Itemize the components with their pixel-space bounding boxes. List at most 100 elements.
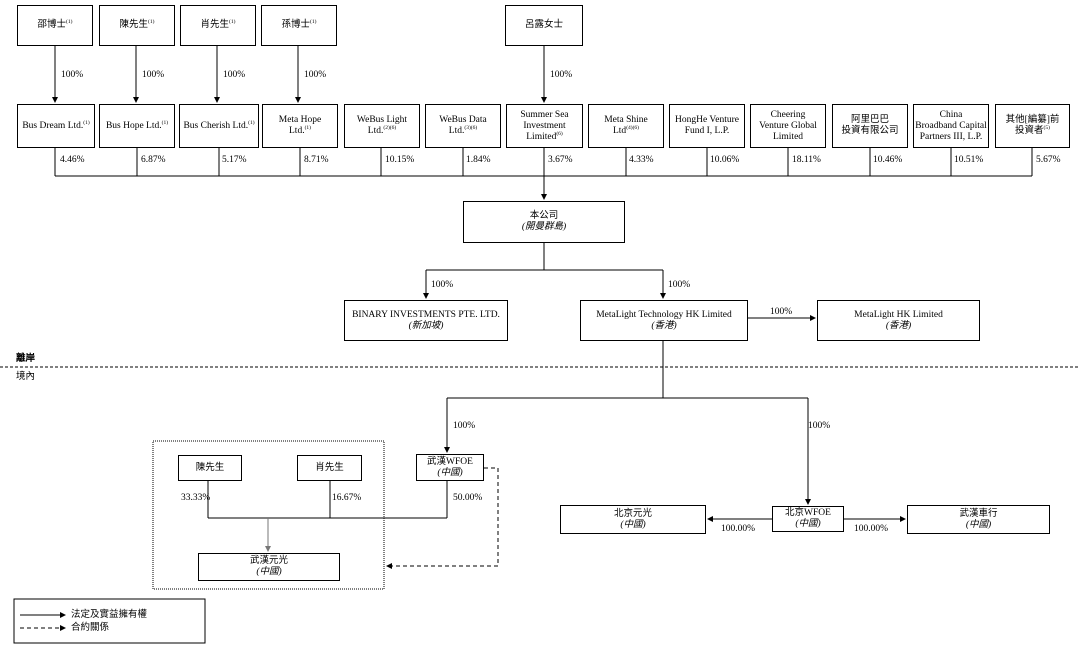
wh-yg-jurisdiction: (中國) [256, 567, 282, 577]
shareholding-percentage: 5.67% [1036, 155, 1061, 165]
owner-name: 陳先生 [119, 20, 149, 30]
shareholder-box: 其他[編纂]前 投資者(5) [995, 104, 1070, 148]
owner-percentage: 100% [304, 70, 327, 80]
mlhk2-percentage: 100% [770, 307, 793, 317]
bj-yg-name: 北京元光 [613, 508, 652, 519]
footnote-marker: (1) [229, 18, 236, 25]
shareholder-name-line2: Ltd. [448, 126, 465, 136]
shareholder-name-line2: Fund I, L.P. [684, 126, 730, 136]
owner-name: 呂露女士 [524, 20, 563, 30]
owner-percentage: 100% [142, 70, 165, 80]
offshore-label: 離岸 [16, 354, 36, 364]
footnote-marker: (1) [148, 18, 155, 25]
shareholder-name-line3: Partners III, L.P. [919, 131, 983, 142]
wuhan-yuanguang-box: 武漢元光 (中國) [198, 553, 340, 581]
footnote-marker: (3)(6) [464, 124, 478, 131]
shareholder-name-line3: Limited [526, 131, 557, 142]
xiao-box: 肖先生 [297, 455, 362, 481]
wfoe-wh-name: 武漢WFOE [427, 456, 473, 467]
shareholder-name-line2: 投資有限公司 [841, 126, 899, 136]
shareholder-name: HongHe Venture [675, 115, 739, 125]
shareholder-box: Meta Hope Ltd.(1) [262, 104, 338, 148]
shareholder-name-line2: Ltd. [289, 126, 305, 136]
onshore-label: 境內 [16, 372, 36, 382]
shareholding-percentage: 6.87% [141, 155, 166, 165]
company-box: 本公司 (開曼群島) [463, 201, 625, 243]
shareholding-percentage: 4.33% [629, 155, 654, 165]
wfoe-bj-name: 北京WFOE [785, 508, 831, 518]
chen-name: 陳先生 [195, 462, 225, 473]
footnote-marker: (1) [310, 18, 317, 25]
shareholder-name-line2: Venture Global [759, 120, 817, 131]
binary-percentage: 100% [431, 280, 454, 290]
shareholder-box: Cheering Venture Global Limited [750, 104, 826, 148]
footnote-marker: (1) [66, 18, 73, 25]
binary-investments-box: BINARY INVESTMENTS PTE. LTD. (新加坡) [344, 300, 508, 341]
xiao-name: 肖先生 [315, 462, 344, 473]
shareholding-percentage: 5.17% [222, 155, 247, 165]
metalight-technology-hk-box: MetaLight Technology HK Limited (香港) [580, 300, 748, 341]
wh-ch-name: 武漢車行 [959, 508, 998, 519]
bj-yg-jurisdiction: (中國) [620, 519, 646, 530]
footnote-marker: (1) [248, 119, 255, 126]
legend-dashed-label: 合約關係 [71, 623, 110, 633]
beijing-yuanguang-box: 北京元光 (中國) [560, 505, 706, 534]
wfoe-bj-percentage: 100% [808, 421, 831, 431]
wfoe-wh-percentage: 100% [453, 421, 476, 431]
binary-name: BINARY INVESTMENTS PTE. LTD. [352, 309, 500, 320]
owner-percentage: 100% [61, 70, 84, 80]
owner-box: 陳先生(1) [99, 5, 175, 46]
company-jurisdiction: (開曼群島) [521, 222, 567, 232]
wh-ch-jurisdiction: (中國) [965, 519, 992, 530]
shareholder-box: Bus Dream Ltd.(1) [17, 104, 95, 148]
shareholder-box: WeBus Data Ltd.(3)(6) [425, 104, 501, 148]
shareholder-name: China [939, 109, 963, 120]
shareholder-box: Meta Shine Ltd(4)(6) [588, 104, 664, 148]
shareholding-percentage: 10.15% [385, 155, 415, 165]
owner-box: 呂露女士 [505, 5, 583, 46]
shareholder-name: Bus Hope Ltd. [105, 120, 162, 131]
wfoe-bj-jurisdiction: (中國) [795, 519, 821, 529]
wh-ch-percentage: 100.00% [854, 524, 889, 534]
owner-name: 邵博士 [37, 20, 67, 30]
shareholder-name: Bus Cherish Ltd. [183, 120, 249, 131]
shareholder-name: WeBus Data [439, 115, 487, 125]
shareholding-percentage: 1.84% [466, 155, 491, 165]
wfoe-wh-equity-percentage: 50.00% [453, 493, 483, 503]
xiao-percentage: 16.67% [332, 493, 362, 503]
shareholder-box: HongHe Venture Fund I, L.P. [669, 104, 745, 148]
wh-yg-name: 武漢元光 [249, 556, 288, 566]
shareholder-name-line2: Broadband Capital [915, 120, 987, 131]
wfoe-wh-jurisdiction: (中國) [437, 467, 463, 478]
mlhk2-name: MetaLight HK Limited [854, 309, 943, 320]
owner-name: 肖先生 [200, 20, 230, 30]
binary-jurisdiction: (新加坡) [408, 320, 444, 331]
shareholding-percentage: 8.71% [304, 155, 329, 165]
shareholding-percentage: 10.06% [710, 155, 740, 165]
shareholder-name-line2: 投資者 [1015, 126, 1044, 136]
shareholder-name: Bus Dream Ltd. [22, 120, 84, 131]
owner-box: 邵博士(1) [17, 5, 93, 46]
footnote-marker: (2)(6) [383, 124, 397, 131]
footnote-marker: (4)(6) [626, 124, 640, 131]
footnote-marker: (6) [556, 130, 563, 137]
shareholder-name: 其他[編纂]前 [1005, 115, 1060, 125]
wuhan-chehang-box: 武漢車行 (中國) [907, 505, 1050, 534]
shareholder-box: 阿里巴巴 投資有限公司 [832, 104, 908, 148]
shareholding-percentage: 4.46% [60, 155, 85, 165]
shareholder-name-line2: Ltd. [367, 126, 384, 136]
shareholder-name-line3: Limited [772, 131, 804, 142]
wfoe-beijing-box: 北京WFOE (中國) [772, 506, 844, 532]
footnote-marker: (1) [83, 119, 90, 126]
mlhk-jurisdiction: (香港) [651, 320, 677, 331]
shareholding-percentage: 18.11% [792, 155, 821, 165]
shareholding-percentage: 10.46% [873, 155, 903, 165]
shareholder-name: Meta Shine [604, 115, 648, 125]
owner-box: 肖先生(1) [180, 5, 256, 46]
company-name: 本公司 [529, 211, 559, 221]
chen-percentage: 33.33% [181, 493, 211, 503]
mlhk-name: MetaLight Technology HK Limited [596, 309, 732, 320]
wfoe-wuhan-box: 武漢WFOE (中國) [416, 454, 484, 481]
